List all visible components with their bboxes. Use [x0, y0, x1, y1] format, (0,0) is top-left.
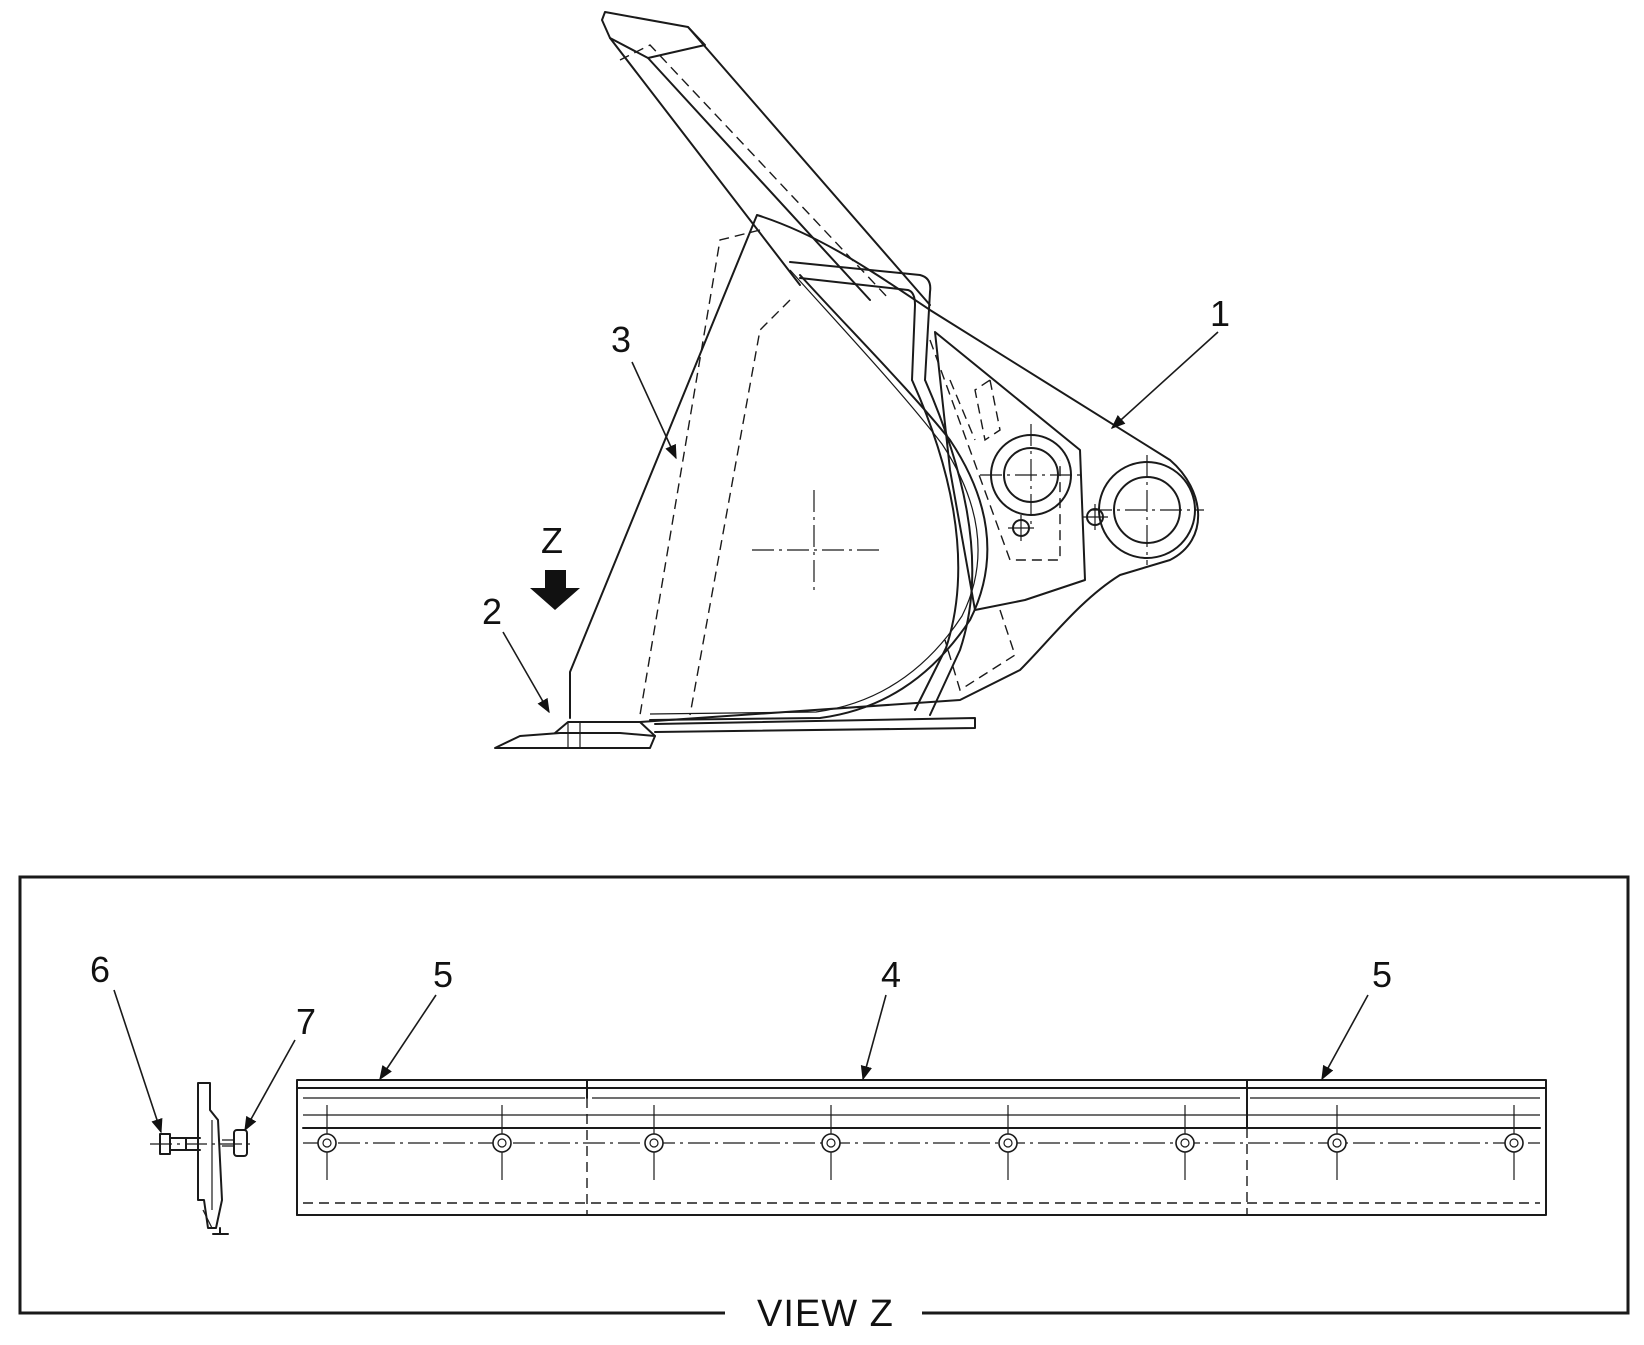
- side-cutter: [494, 732, 656, 749]
- svg-text:2: 2: [482, 591, 502, 632]
- view-z-label: VIEW Z: [757, 1293, 894, 1335]
- callout-5-right: 5: [1321, 954, 1392, 1081]
- callout-3: 3: [611, 319, 677, 460]
- svg-text:3: 3: [611, 319, 631, 360]
- bolt-hole: [644, 1105, 664, 1180]
- view-z-panel: VIEW Z: [18, 875, 1630, 1335]
- bolt-hole: [821, 1105, 841, 1180]
- back-plate: [609, 26, 931, 306]
- view-z-frame: [18, 875, 1630, 1315]
- callout-7: 7: [244, 1001, 316, 1132]
- callout-2: 2: [482, 591, 550, 714]
- nut: [233, 1129, 248, 1157]
- bucket-centerline: [752, 490, 880, 595]
- bolt-holes: [317, 1105, 1524, 1180]
- callout-4: 4: [860, 954, 901, 1081]
- bolt-hole: [1175, 1105, 1195, 1180]
- view-arrow-label: Z: [541, 520, 563, 561]
- bolt-hole: [998, 1105, 1018, 1180]
- cutting-edge-strip: [296, 1079, 1547, 1216]
- bolt-nut-detail: [150, 1082, 255, 1235]
- svg-text:4: 4: [881, 954, 901, 995]
- callout-6: 6: [90, 949, 163, 1134]
- svg-text:1: 1: [1210, 293, 1230, 334]
- svg-text:7: 7: [296, 1001, 316, 1042]
- bolt-hole: [1327, 1105, 1347, 1180]
- callout-5-left: 5: [379, 954, 453, 1081]
- view-z-arrow: Z: [530, 520, 580, 610]
- side-plate-outline: [569, 214, 1200, 723]
- bucket-top-tip: [601, 11, 706, 59]
- bucket-inner-profile: [649, 274, 989, 721]
- view-direction-arrow-icon: [530, 570, 580, 610]
- bolt-hole: [1504, 1105, 1524, 1180]
- bucket-side-view: [494, 11, 1204, 749]
- svg-text:6: 6: [90, 949, 110, 990]
- callout-1: 1: [1110, 293, 1230, 429]
- bolt-hole: [492, 1105, 512, 1180]
- svg-text:5: 5: [1372, 954, 1392, 995]
- top-brace: [789, 261, 932, 381]
- svg-text:5: 5: [433, 954, 453, 995]
- hinge-bracket: [934, 331, 1086, 611]
- bolt-hole: [317, 1105, 337, 1180]
